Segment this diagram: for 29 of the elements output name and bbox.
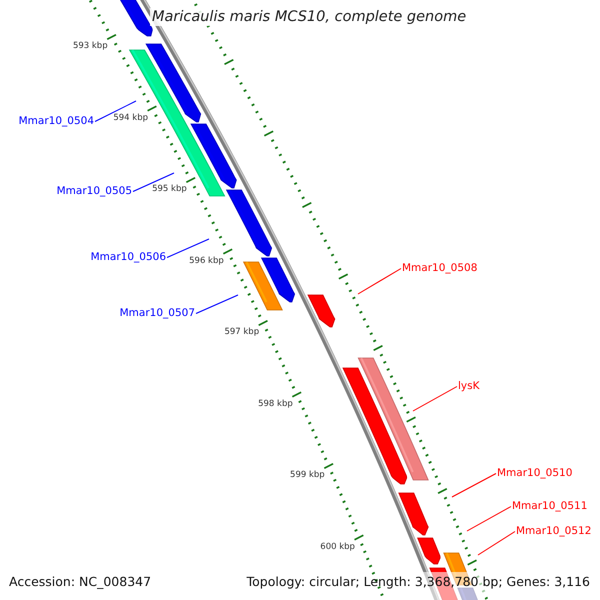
- genome-title: Maricaulis maris MCS10, complete genome: [150, 8, 468, 26]
- leader-line: [412, 386, 458, 412]
- leader-line: [452, 473, 496, 498]
- position-label: 599 kbp: [290, 470, 325, 480]
- position-label: 596 kbp: [189, 256, 224, 266]
- accession-text: Accession: NC_008347: [9, 574, 152, 589]
- gene-label: Mmar10_0511: [512, 500, 588, 513]
- position-label: 595 kbp: [152, 184, 187, 194]
- leader-line: [478, 531, 516, 556]
- position-label: 598 kbp: [258, 398, 293, 408]
- gene-label: lysK: [458, 380, 480, 393]
- position-label: 594 kbp: [113, 112, 148, 122]
- gene-label: Mmar10_0510: [497, 467, 572, 480]
- leader-line: [94, 100, 136, 122]
- gene-label: Mmar10_0507: [120, 307, 195, 320]
- leader-line: [132, 172, 174, 192]
- leader-line: [166, 238, 210, 258]
- gene-label: Mmar10_0504: [18, 115, 94, 128]
- genome-stats-text: Topology: circular; Length: 3,368,780 bp; Genes: 3,116: [246, 574, 590, 589]
- gene-label: Mmar10_0506: [90, 251, 166, 264]
- leader-line: [358, 268, 402, 294]
- gene-label: Mmar10_0508: [402, 262, 478, 275]
- position-label: 600 kbp: [320, 542, 355, 552]
- gene-label: Mmar10_0505: [56, 185, 132, 198]
- gene-label: Mmar10_0512: [516, 525, 592, 538]
- leader-line: [196, 294, 238, 314]
- position-label: 593 kbp: [72, 41, 108, 51]
- leader-line: [466, 506, 512, 532]
- position-label: 597 kbp: [224, 327, 260, 337]
